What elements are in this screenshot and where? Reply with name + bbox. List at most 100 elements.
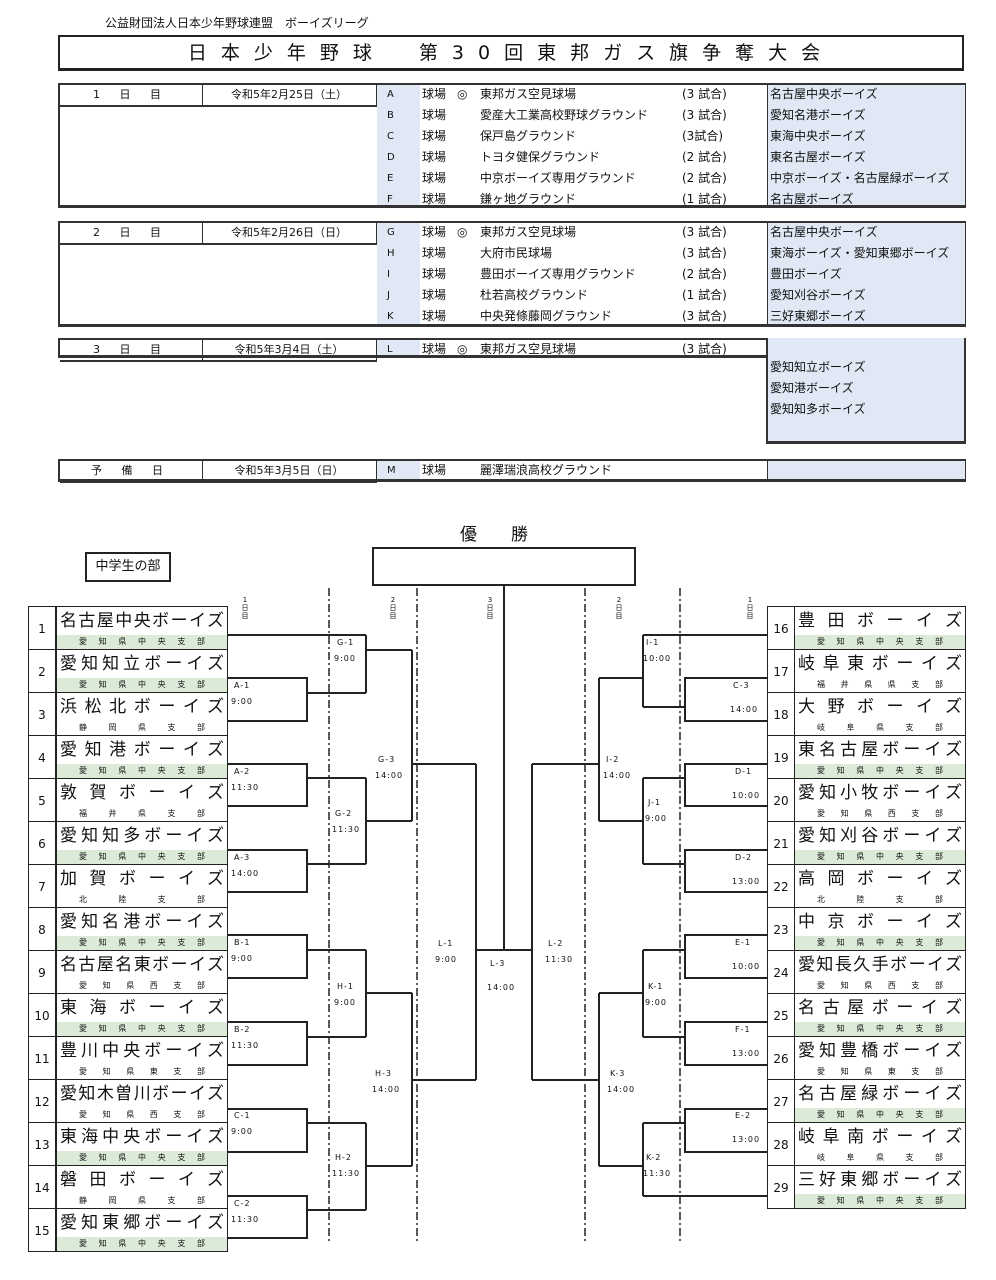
match-code-b2: B-2 — [234, 1025, 251, 1034]
team-number: 24 — [767, 950, 795, 994]
bracket-k2 — [599, 1123, 644, 1196]
team-name: 加賀ボーイズ — [60, 869, 224, 889]
match-code-k3: K-3 — [610, 1069, 626, 1078]
team-branch: 愛知県中央支部 — [795, 1022, 965, 1036]
bracket-i1 — [599, 635, 644, 707]
team-name: 東海中央ボーイズ — [60, 1127, 224, 1147]
venue-name: 保戸島グラウンド — [480, 129, 577, 143]
bracket-i2 — [532, 678, 600, 821]
team-entry: 岐阜南ボーイズ岐阜県支部 — [794, 1122, 966, 1166]
venue-host: 三好東郷ボーイズ — [770, 309, 866, 323]
venue-letter: F — [387, 194, 393, 205]
team-number: 16 — [767, 606, 795, 650]
team-name: 愛知名港ボーイズ — [60, 912, 224, 932]
venue-label: 球場 — [422, 171, 447, 185]
venue-label: 球場 — [422, 87, 447, 101]
day-date: 令和5年3月4日（土） — [202, 340, 377, 362]
match-time-g1: 9:00 — [334, 654, 356, 663]
team-branch: 愛知県西支部 — [79, 981, 205, 990]
team-entry: 敦賀ボーイズ福井県支部 — [56, 778, 228, 822]
bracket-k1 — [599, 950, 644, 1037]
team-entry: 愛知木曽川ボーイズ愛知県西支部 — [56, 1079, 228, 1123]
team-number: 5 — [28, 778, 56, 822]
team-name: 高岡ボーイズ — [798, 869, 962, 889]
venue-letter: L — [387, 344, 393, 355]
team-name: 名古屋中央ボーイズ — [60, 611, 224, 631]
bracket-b2 — [228, 1021, 366, 1066]
day-date: 令和5年3月5日（日） — [202, 461, 377, 483]
venue-name: 豊田ボーイズ専用グラウンド — [480, 267, 636, 281]
team-number: 23 — [767, 907, 795, 951]
match-time-b1: 9:00 — [231, 954, 253, 963]
team-name: 浜松北ボーイズ — [60, 697, 224, 717]
venue-letter: J — [387, 290, 390, 301]
venue-letter: E — [387, 173, 394, 184]
match-time-f1: 13:00 — [732, 1049, 761, 1058]
team-number: 11 — [28, 1036, 56, 1080]
match-code-k1: K-1 — [648, 982, 664, 991]
bracket-d1 — [643, 763, 767, 807]
team-name: 東名古屋ボーイズ — [798, 740, 962, 760]
day-label: 予 備 日 — [60, 461, 203, 483]
venue-games: (3 試合) — [682, 309, 727, 323]
venue-label: 球場 — [422, 342, 447, 356]
team-entry: 浜松北ボーイズ静岡県支部 — [56, 692, 228, 736]
match-code-h1: H-1 — [337, 982, 354, 991]
team-name: 愛知港ボーイズ — [60, 740, 224, 760]
team-name: 愛知刈谷ボーイズ — [798, 826, 962, 846]
venue-name: 愛産大工業高校野球グラウンド — [480, 108, 649, 122]
match-time-a3: 14:00 — [231, 869, 260, 878]
team-number: 27 — [767, 1079, 795, 1123]
venue-label: 球場 — [422, 129, 447, 143]
team-number: 20 — [767, 778, 795, 822]
team-entry: 豊川中央ボーイズ愛知県東支部 — [56, 1036, 228, 1080]
team-number: 9 — [28, 950, 56, 994]
venue-host: 愛知知立ボーイズ — [770, 360, 866, 374]
venue-host: 愛知刈谷ボーイズ — [770, 288, 866, 302]
day-label: 1 日 目 — [60, 85, 203, 107]
team-entry: 愛知刈谷ボーイズ愛知県中央支部 — [794, 821, 966, 865]
bracket-k3 — [532, 993, 600, 1166]
bracket-c1 — [228, 1108, 366, 1153]
team-name: 磐田ボーイズ — [60, 1170, 224, 1190]
venue-name: 東邦ガス空見球場 — [480, 342, 577, 356]
team-number: 25 — [767, 993, 795, 1037]
team-number: 2 — [28, 649, 56, 693]
match-time-h1: 9:00 — [334, 998, 356, 1007]
venue-name: トヨタ健保グラウンド — [480, 150, 601, 164]
venue-games: (3 試合) — [682, 108, 727, 122]
bracket-d2 — [643, 849, 767, 893]
host-column — [767, 85, 965, 205]
day-label: 2 日 目 — [60, 223, 203, 245]
division-label: 中学生の部 — [85, 552, 171, 582]
team-branch: 愛知県中央支部 — [795, 1108, 965, 1122]
team-branch: 福井県支部 — [79, 809, 205, 818]
team-entry: 加賀ボーイズ北陸支部 — [56, 864, 228, 908]
match-time-k3: 14:00 — [607, 1085, 636, 1094]
venue-letter-column — [377, 340, 420, 355]
match-code-c2: C-2 — [234, 1199, 251, 1208]
match-code-h2: H-2 — [335, 1153, 352, 1162]
team-name: 愛知豊橋ボーイズ — [798, 1041, 962, 1061]
match-code-c3: C-3 — [733, 681, 750, 690]
team-entry: 東海中央ボーイズ愛知県中央支部 — [56, 1122, 228, 1166]
team-branch: 愛知県中央支部 — [57, 1237, 227, 1251]
match-code-a1: A-1 — [234, 681, 251, 690]
match-time-d2: 13:00 — [732, 877, 761, 886]
bracket-l3 — [476, 586, 532, 951]
match-code-c1: C-1 — [234, 1111, 251, 1120]
team-branch: 愛知県中央支部 — [795, 635, 965, 649]
bracket-h2 — [365, 1123, 412, 1210]
team-branch: 愛知県中央支部 — [57, 764, 227, 778]
venue-label: 球場 — [422, 309, 447, 323]
match-time-c2: 11:30 — [231, 1215, 260, 1224]
bracket-g2 — [365, 778, 412, 864]
